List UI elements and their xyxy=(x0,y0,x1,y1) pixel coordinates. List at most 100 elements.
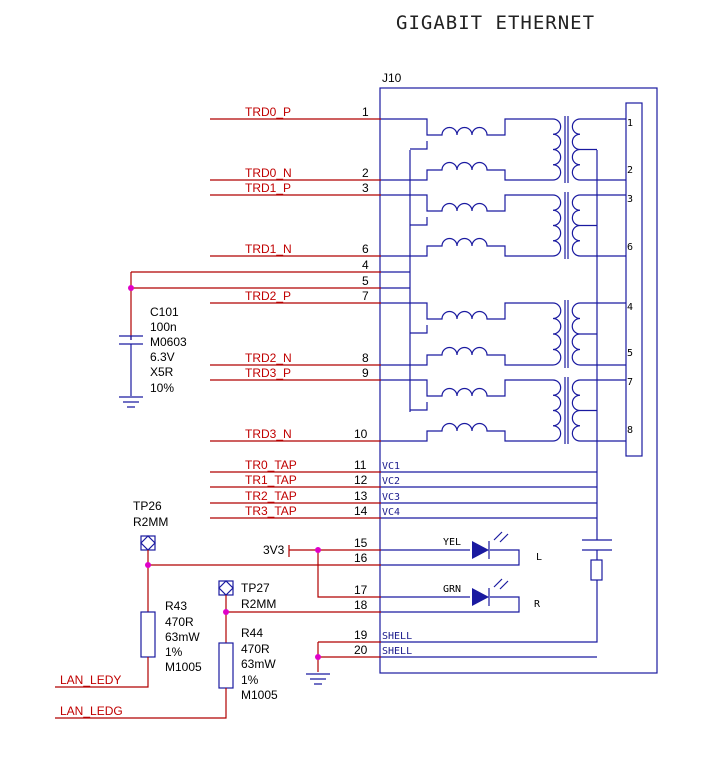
schematic-title: GIGABIT ETHERNET xyxy=(396,12,595,34)
jack-pin-4: 4 xyxy=(627,302,633,313)
choke-4 xyxy=(381,379,553,442)
c101-package: M0603 xyxy=(150,335,187,349)
transformer-core-3 xyxy=(564,300,569,368)
transformers xyxy=(381,116,626,444)
net-label-1: TRD0_P xyxy=(245,105,291,119)
led-r-label: R xyxy=(534,599,541,610)
pin-inner-13: VC3 xyxy=(382,492,400,503)
transformer-primary-1 xyxy=(552,118,562,181)
pin-number-18: 18 xyxy=(354,598,368,612)
transformer-core-1 xyxy=(564,116,569,183)
jack-pin-5: 5 xyxy=(627,348,633,359)
pin-number-15: 15 xyxy=(354,536,368,550)
r44-value: 470R xyxy=(241,642,270,656)
pin-number-6: 6 xyxy=(362,242,369,256)
net-label-12: TR1_TAP xyxy=(245,473,297,487)
pin-number-12: 12 xyxy=(354,473,368,487)
c101-ref: C101 xyxy=(150,305,179,319)
transformer-out-4 xyxy=(580,379,626,442)
pin-inner-19: SHELL xyxy=(382,631,412,642)
choke-3 xyxy=(381,302,553,366)
r44-package: M1005 xyxy=(241,688,278,702)
net-3v3: 3V3 xyxy=(263,543,285,557)
pin-number-7: 7 xyxy=(362,289,369,303)
transformer-secondary-1 xyxy=(571,118,581,181)
pin-number-10: 10 xyxy=(354,427,368,441)
capacitor-c101: C101 100n M0603 6.3V X5R 10% xyxy=(119,305,187,408)
net-lan-ledy: LAN_LEDY xyxy=(60,673,121,687)
transformer-primary-3 xyxy=(552,302,562,366)
pin-number-2: 2 xyxy=(362,166,369,180)
pin-number-17: 17 xyxy=(354,583,368,597)
led-section: 3V3 YEL L GRN R xyxy=(263,531,612,658)
pin-number-5: 5 xyxy=(362,274,369,288)
pin-number-8: 8 xyxy=(362,351,369,365)
tap-verticals xyxy=(381,150,598,540)
center-tap-wiring xyxy=(130,150,411,412)
pin-inner-20: SHELL xyxy=(382,646,412,657)
transformer-out-2 xyxy=(580,194,626,257)
r43-package: M1005 xyxy=(165,660,202,674)
transformer-out-3 xyxy=(580,302,626,366)
c101-tolerance: 10% xyxy=(150,381,174,395)
jack-pin-labels: 1 2 3 6 4 5 7 8 xyxy=(627,118,633,436)
tp27-r44: TP27 R2MM R44 470R 63mW 1% M1005 LAN_LED… xyxy=(55,580,381,719)
pin-inner-11: VC1 xyxy=(382,461,400,472)
jack-pin-2: 2 xyxy=(627,165,633,176)
pin-number-16: 16 xyxy=(354,551,368,565)
pin-inner-14: VC4 xyxy=(382,507,400,518)
r44-ref: R44 xyxy=(241,626,263,640)
jack-pin-6: 6 xyxy=(627,242,633,253)
junction-dots xyxy=(128,285,321,660)
tp26-package: R2MM xyxy=(133,515,168,529)
led-yellow-icon xyxy=(472,541,489,559)
led-grn-label: GRN xyxy=(443,584,461,595)
connector-ref: J10 xyxy=(382,71,402,85)
net-label-14: TR3_TAP xyxy=(245,504,297,518)
net-label-7: TRD2_P xyxy=(245,289,291,303)
pin-number-14: 14 xyxy=(354,504,368,518)
transformer-secondary-4 xyxy=(571,379,581,442)
pin-number-19: 19 xyxy=(354,628,368,642)
pin-number-20: 20 xyxy=(354,643,368,657)
tp27-ref: TP27 xyxy=(241,581,270,595)
c101-value: 100n xyxy=(150,320,177,334)
net-lan-ledg: LAN_LEDG xyxy=(60,704,123,718)
pin-inner-12: VC2 xyxy=(382,476,400,487)
tp26-ref: TP26 xyxy=(133,499,162,513)
jack-pin-bar xyxy=(625,102,643,457)
r43-ref: R43 xyxy=(165,599,187,613)
net-label-11: TR0_TAP xyxy=(245,458,297,472)
jack-pin-3: 3 xyxy=(627,194,633,205)
c101-voltage: 6.3V xyxy=(150,350,175,364)
transformer-core-2 xyxy=(564,192,569,259)
pin-number-4: 4 xyxy=(362,258,369,272)
r44-tolerance: 1% xyxy=(241,673,259,687)
pin-number-3: 3 xyxy=(362,181,369,195)
transformer-secondary-2 xyxy=(571,194,581,257)
tp26-r43: TP26 R2MM R43 470R 63mW 1% M1005 LAN_LED… xyxy=(55,499,381,688)
net-label-13: TR2_TAP xyxy=(245,489,297,503)
jack-pin-7: 7 xyxy=(627,377,633,388)
r44-power: 63mW xyxy=(241,657,276,671)
transformer-out-1 xyxy=(580,118,626,181)
led-yel-label: YEL xyxy=(443,537,461,548)
jack-pin-1: 1 xyxy=(627,118,633,129)
jack-pin-8: 8 xyxy=(627,425,633,436)
r43-power: 63mW xyxy=(165,630,200,644)
net-label-9: TRD3_P xyxy=(245,366,291,380)
choke-2 xyxy=(381,194,553,257)
pin-number-9: 9 xyxy=(362,366,369,380)
led-l-label: L xyxy=(536,552,542,563)
pin-number-13: 13 xyxy=(354,489,368,503)
net-label-6: TRD1_N xyxy=(245,242,292,256)
led-green-icon xyxy=(472,588,489,606)
net-label-8: TRD2_N xyxy=(245,351,292,365)
shell-ground xyxy=(306,641,381,685)
transformer-primary-2 xyxy=(552,194,562,257)
pin-number-1: 1 xyxy=(362,105,369,119)
transformer-primary-4 xyxy=(552,379,562,442)
net-label-2: TRD0_N xyxy=(245,166,292,180)
r43-tolerance: 1% xyxy=(165,645,183,659)
